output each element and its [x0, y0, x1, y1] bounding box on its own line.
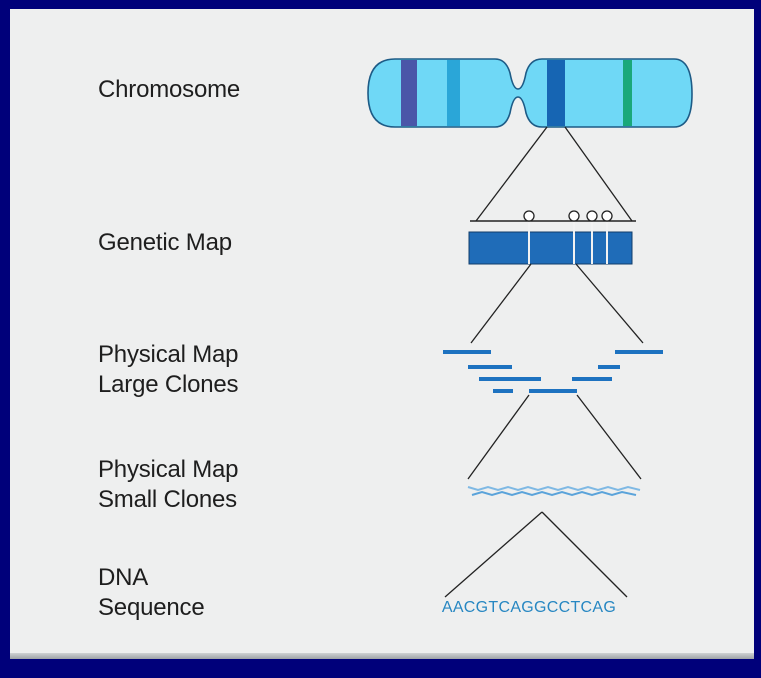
- chromosome-band: [623, 60, 632, 126]
- clone-bar: [493, 389, 513, 393]
- large-clones: [443, 350, 663, 393]
- small-clone-strand: [472, 492, 636, 495]
- clone-bar: [572, 377, 612, 381]
- genetic-map: [469, 211, 636, 264]
- clone-bar: [598, 365, 620, 369]
- marker-circle: [569, 211, 579, 221]
- zoom-line: [576, 264, 643, 343]
- marker-circle: [587, 211, 597, 221]
- zoom-line: [468, 395, 529, 479]
- clone-bar: [443, 350, 491, 354]
- zoom-line: [577, 395, 641, 479]
- clone-bar: [615, 350, 663, 354]
- clone-bar: [468, 365, 512, 369]
- small-clones: [468, 487, 640, 495]
- marker-circle: [602, 211, 612, 221]
- chromosome: [368, 59, 692, 127]
- diagram-panel: Chromosome Genetic Map Physical Map Larg…: [10, 9, 754, 659]
- chromosome-band: [401, 60, 417, 126]
- zoom-line: [471, 264, 531, 343]
- clone-bar: [479, 377, 541, 381]
- small-clone-strand: [468, 487, 640, 490]
- clone-bar: [529, 389, 577, 393]
- zoom-line: [476, 127, 547, 221]
- chromosome-band: [547, 60, 565, 126]
- zoom-diagram: [10, 9, 754, 659]
- zoom-line: [542, 512, 627, 597]
- marker-circle: [524, 211, 534, 221]
- zoom-line: [445, 512, 542, 597]
- chromosome-band: [447, 60, 460, 126]
- zoom-line: [565, 127, 632, 221]
